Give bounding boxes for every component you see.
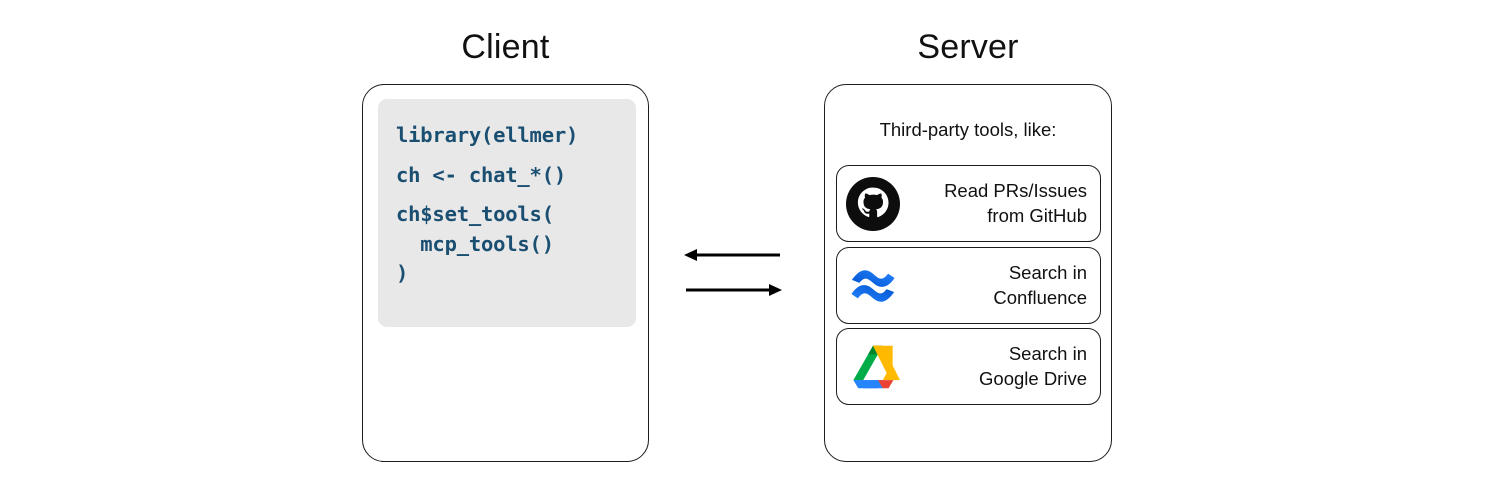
tool-label-google-drive: Search in Google Drive — [906, 342, 1100, 391]
connector-arrows — [684, 249, 782, 296]
code-line: ) — [396, 261, 409, 285]
tool-card-confluence[interactable]: Search in Confluence — [836, 247, 1101, 324]
arrow-client-to-server — [686, 284, 782, 296]
tool-label-line: Search in — [1008, 262, 1087, 284]
server-column-title: Server — [917, 28, 1019, 66]
server-panel: Third-party tools, like: Read PRs/Issues… — [824, 84, 1112, 462]
google-drive-icon — [840, 334, 906, 400]
arrow-server-to-client — [684, 249, 780, 261]
tool-label-line: Confluence — [993, 286, 1087, 308]
tool-label-confluence: Search in Confluence — [906, 261, 1100, 310]
confluence-icon — [840, 253, 906, 319]
github-icon — [840, 171, 906, 237]
code-block: library(ellmer) ch <- chat_*() ch$set_to… — [378, 99, 636, 327]
tool-label-line: from GitHub — [987, 204, 1087, 226]
code-line: ch$set_tools( — [396, 202, 554, 226]
tool-label-line: Google Drive — [979, 367, 1087, 389]
client-panel: library(ellmer) ch <- chat_*() ch$set_to… — [362, 84, 649, 462]
tool-card-google-drive[interactable]: Search in Google Drive — [836, 328, 1101, 405]
tool-label-line: Read PRs/Issues — [944, 180, 1087, 202]
tool-card-github[interactable]: Read PRs/Issues from GitHub — [836, 165, 1101, 242]
code-line: mcp_tools() — [396, 231, 554, 256]
client-column-title: Client — [461, 28, 550, 66]
code-line: library(ellmer) — [396, 123, 579, 147]
tool-label-github: Read PRs/Issues from GitHub — [906, 179, 1100, 228]
third-party-tools-caption: Third-party tools, like: — [879, 119, 1057, 140]
tool-label-line: Search in — [1008, 343, 1087, 365]
code-line: ch <- chat_*() — [396, 162, 566, 187]
